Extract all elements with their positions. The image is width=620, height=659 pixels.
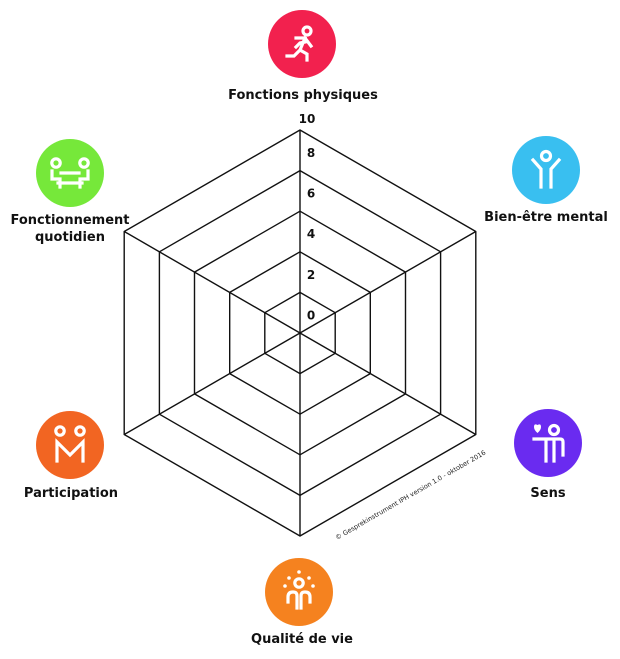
spoke-participation [123, 332, 301, 436]
icon-badge [36, 411, 104, 479]
axis-label: Participation [24, 486, 118, 501]
running-person-icon [268, 10, 336, 78]
axis-fonctionnement-quotidien: Fonctionnement quotidien [10, 139, 130, 245]
axis-qualite-de-vie: Qualité de vie [251, 558, 353, 647]
grid-spokes [123, 130, 477, 536]
tick-label-0: 0 [307, 308, 315, 322]
icon-badge [265, 558, 333, 626]
axis-label: Fonctionnement [10, 213, 129, 228]
axis-sens: Sens [514, 409, 582, 501]
axis-participation: Participation [24, 411, 118, 501]
spoke-sens [299, 332, 477, 436]
tick-label-6: 6 [307, 187, 315, 201]
icon-badge [512, 136, 580, 204]
axis-label: quotidien [35, 230, 105, 245]
icon-badge [514, 409, 582, 477]
axis-bien-etre-mental: Bien-être mental [484, 136, 608, 225]
person-arms-raised-icon [512, 136, 580, 204]
tick-labels: 0 2 4 6 8 10 [299, 112, 316, 322]
axis-label: Sens [530, 486, 565, 501]
axis-label: Fonctions physiques [228, 88, 378, 103]
axis-label: Qualité de vie [251, 632, 353, 647]
two-people-holding-hands-icon [36, 411, 104, 479]
tick-label-4: 4 [307, 227, 315, 241]
spoke-bien_etre_mental [299, 230, 477, 334]
axis-label: Bien-être mental [484, 210, 608, 225]
person-with-sun-rays-icon [265, 558, 333, 626]
two-people-at-table-icon [36, 139, 104, 207]
spoke-fonctionnement_quotidien [123, 230, 301, 334]
tick-label-10: 10 [299, 112, 316, 126]
axis-fonctions-physiques: Fonctions physiques [228, 10, 378, 103]
person-with-heart-icon [514, 409, 582, 477]
tick-label-2: 2 [307, 268, 315, 282]
tick-label-8: 8 [307, 146, 315, 160]
